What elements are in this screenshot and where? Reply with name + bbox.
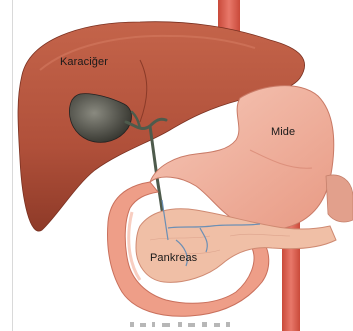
liver-label: Karaciğer <box>60 56 108 68</box>
caption-remnant <box>130 322 230 327</box>
spleen <box>326 175 353 222</box>
pancreas-label: Pankreas <box>150 252 197 264</box>
divider-line <box>12 0 13 331</box>
stomach-label: Mide <box>271 126 295 138</box>
pancreas <box>136 209 336 283</box>
